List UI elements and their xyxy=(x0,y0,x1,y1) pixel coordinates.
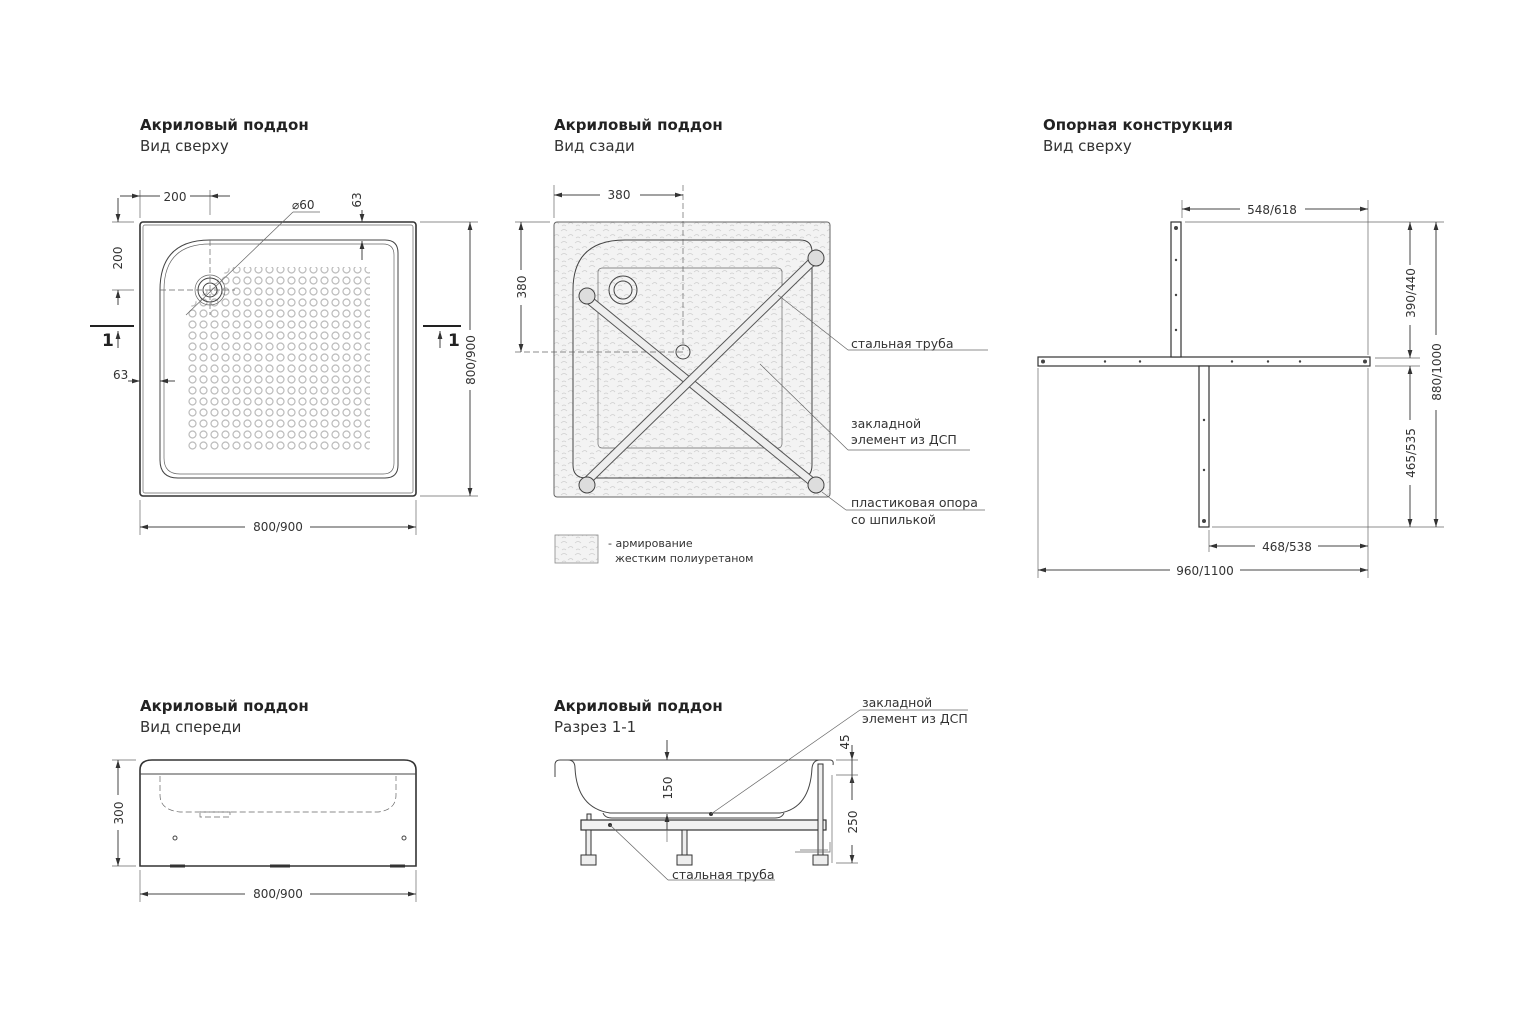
dim-back-x: 380 xyxy=(608,188,631,202)
dim-drain-diameter: ⌀60 xyxy=(292,198,315,212)
callout-insert-1: закладной xyxy=(851,416,921,431)
frame-view-panel: Опорная конструкция Вид сверху 548/618 4… xyxy=(1037,116,1444,578)
plastic-support-icons xyxy=(578,249,825,494)
dim-lower-height: 465/535 xyxy=(1404,428,1418,478)
tray-section xyxy=(554,759,834,814)
dim-depth: 800/900 xyxy=(464,335,478,385)
back-view-title: Акриловый поддон xyxy=(554,116,723,134)
tray-front xyxy=(139,759,417,867)
top-view-panel: Акриловый поддон Вид сверху 200 200 ⌀60 … xyxy=(90,116,478,535)
back-view-panel: Акриловый поддон Вид сзади 380 380 сталь… xyxy=(515,116,988,565)
front-view-panel: Акриловый поддон Вид спереди 300 800/900 xyxy=(112,697,417,902)
frame-view-title: Опорная конструкция xyxy=(1043,116,1233,134)
anti-slip-pattern xyxy=(187,267,370,450)
steel-frame xyxy=(580,819,827,831)
legend-swatch xyxy=(554,534,599,564)
dim-upper-height: 390/440 xyxy=(1404,268,1418,318)
dim-top-offset: 548/618 xyxy=(1247,203,1297,217)
callout-steel-pipe: стальная труба xyxy=(851,336,953,351)
dim-rim-top: 63 xyxy=(350,192,364,207)
callout-support-1: пластиковая опора xyxy=(851,495,978,510)
section-view-title: Акриловый поддон xyxy=(554,697,723,715)
callout-insert-2: элемент из ДСП xyxy=(851,432,957,447)
dim-front-height: 300 xyxy=(112,802,126,825)
frame-horizontal-bar xyxy=(1037,356,1371,367)
dim-drain-y: 200 xyxy=(111,247,125,270)
dim-back-y: 380 xyxy=(515,276,529,299)
dim-total-width: 960/1100 xyxy=(1176,564,1234,578)
frame-upper-bar xyxy=(1170,221,1182,358)
top-view-subtitle: Вид сверху xyxy=(140,137,229,155)
section-callout-insert-1: закладной xyxy=(862,695,932,710)
top-view-title: Акриловый поддон xyxy=(140,116,309,134)
dim-front-width: 800/900 xyxy=(253,887,303,901)
legend-line-1: - армирование xyxy=(608,537,693,550)
dim-drain-x: 200 xyxy=(164,190,187,204)
dim-section-depth: 150 xyxy=(661,777,675,800)
section-callout-steel-pipe: стальная труба xyxy=(672,867,774,882)
front-view-title: Акриловый поддон xyxy=(140,697,309,715)
back-view-subtitle: Вид сзади xyxy=(554,137,635,155)
section-mark-left: 1 xyxy=(102,331,114,351)
dim-total-height: 880/1000 xyxy=(1430,343,1444,401)
frame-view-subtitle: Вид сверху xyxy=(1043,137,1132,155)
section-view-subtitle: Разрез 1-1 xyxy=(554,718,636,736)
support-legs xyxy=(580,763,829,866)
dim-rim-left: 63 xyxy=(113,368,128,382)
dim-width: 800/900 xyxy=(253,520,303,534)
reinforced-tray xyxy=(553,221,831,498)
section-callout-insert-2: элемент из ДСП xyxy=(862,711,968,726)
dim-section-height: 250 xyxy=(846,811,860,834)
section-mark-right: 1 xyxy=(448,331,460,351)
dim-bottom-offset: 468/538 xyxy=(1262,540,1312,554)
steel-pipe-1 xyxy=(580,292,819,488)
steel-pipe-2 xyxy=(580,255,819,488)
dim-section-rim: 45 xyxy=(838,734,852,749)
front-view-subtitle: Вид спереди xyxy=(140,718,241,736)
legend-line-2: жестким полиуретаном xyxy=(615,552,753,565)
frame-lower-bar xyxy=(1198,365,1210,528)
section-view-panel: Акриловый поддон Разрез 1-1 150 45 250 з… xyxy=(554,695,968,882)
callout-support-2: со шпилькой xyxy=(851,512,936,527)
